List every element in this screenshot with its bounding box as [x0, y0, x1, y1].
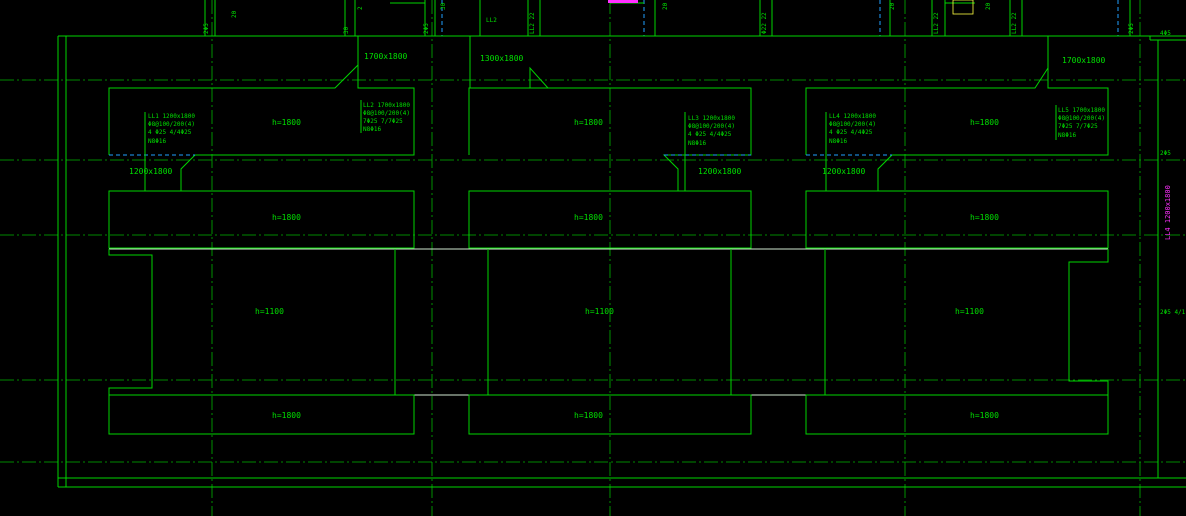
top-label: 2Φ5: [423, 23, 430, 34]
slab-label: h=1800: [272, 118, 301, 127]
top-label: 2: [357, 6, 364, 10]
beam-note-line: Φ8@100/200(4): [1058, 115, 1105, 122]
right-label: 2Φ5: [1160, 150, 1171, 157]
beam-note-line: Φ8@100/200(4): [829, 121, 876, 128]
beam-note-ll2: LL2 1700x1800 Φ8@100/200(4) 7Φ25 7/7Φ25 …: [360, 100, 410, 133]
beam-note-line: LL1 1200x1800: [148, 113, 195, 120]
top-label: LL2 22: [1011, 12, 1018, 34]
magenta-marker: [608, 0, 638, 3]
slab-label: h=1800: [970, 118, 999, 127]
beam-note-line: 7Φ25 7/7Φ25: [1058, 123, 1098, 130]
top-label: LL2: [486, 17, 497, 24]
opening-label: 1700x1800: [1062, 56, 1106, 65]
top-label: Φ22 22: [761, 12, 768, 34]
beam-note-ll5: LL5 1700x1800 Φ8@100/200(4) 7Φ25 7/7Φ25 …: [1055, 105, 1105, 140]
opening-label: 1200x1800: [129, 167, 173, 176]
top-label: 20: [889, 2, 896, 10]
beam-note-line: 4 Φ25 4/4Φ25: [148, 129, 192, 136]
slab-label: h=1100: [255, 307, 284, 316]
beam-note-line: Φ8@100/200(4): [148, 121, 195, 128]
beam-note-line: N8Φ16: [829, 138, 847, 145]
bottom-slab-row: [108, 394, 1109, 435]
top-column-stubs: [204, 0, 1131, 36]
right-label: 4Φ5: [1160, 30, 1171, 37]
beam-note-ll1: LL1 1200x1800 Φ8@100/200(4) 4 Φ25 4/4Φ25…: [144, 112, 195, 191]
beam-note-line: Φ8@100/200(4): [688, 123, 735, 130]
opening-label: 1200x1800: [698, 167, 742, 176]
right-magenta-label: LL4 1200x1800: [1164, 185, 1172, 240]
slab-label: h=1800: [574, 213, 603, 222]
top-label: LL2 22: [529, 12, 536, 34]
beam-note-line: LL4 1200x1800: [829, 113, 876, 120]
opening-labels: 1700x1800 1300x1800 1700x1800 1200x1800 …: [129, 52, 1106, 176]
slab-label: h=1800: [970, 411, 999, 420]
opening-label: 1700x1800: [364, 52, 408, 61]
beam-note-ll4: LL4 1200x1800 Φ8@100/200(4) 4 Φ25 4/4Φ25…: [825, 112, 876, 191]
slab-height-labels: h=1800 h=1800 h=1800 h=1800 h=1800 h=180…: [255, 118, 999, 420]
yellow-marker: [952, 0, 974, 15]
beam-note-line: LL5 1700x1800: [1058, 107, 1105, 114]
top-label: 30: [440, 2, 447, 10]
slab-label: h=1800: [970, 213, 999, 222]
top-label: 2Φ5: [203, 23, 210, 34]
beam-note-line: LL3 1200x1800: [688, 115, 735, 122]
beam-note-line: N8Φ16: [363, 126, 381, 133]
right-labels: 4Φ5 2Φ5 2Φ5 4/1 LL4 1200x1800: [1160, 30, 1186, 316]
right-label: 2Φ5 4/1: [1160, 309, 1186, 316]
outer-frame: [57, 35, 1186, 488]
beam-note-line: LL2 1700x1800: [363, 102, 410, 109]
middle-slab-row: [108, 190, 1109, 250]
lower-wall-row: [108, 249, 1109, 395]
beam-note-line: N8Φ16: [148, 138, 166, 145]
slab-label: h=1100: [955, 307, 984, 316]
top-label: 2Φ5: [1128, 23, 1135, 34]
top-label: 20: [662, 2, 669, 10]
top-label: 20: [231, 10, 238, 18]
beam-note-line: 7Φ25 7/7Φ25: [363, 118, 403, 125]
upper-slab-row: [108, 36, 1109, 191]
slab-label: h=1800: [272, 411, 301, 420]
beam-note-line: N8Φ16: [1058, 132, 1076, 139]
beam-note-line: Φ8@100/200(4): [363, 110, 410, 117]
top-label: LL2 22: [933, 12, 940, 34]
slab-label: h=1800: [574, 118, 603, 127]
top-label: 30: [343, 26, 350, 34]
beam-note-line: 4 Φ25 4/4Φ25: [829, 129, 873, 136]
top-label: 20: [985, 2, 992, 10]
top-labels: 2Φ5 20 30 2Φ5 30 LL2 LL2 22 2 20 Φ22 22 …: [203, 0, 1135, 34]
beam-note-line: N8Φ16: [688, 140, 706, 147]
opening-label: 1300x1800: [480, 54, 524, 63]
beam-note-ll3: LL3 1200x1800 Φ8@100/200(4) 4 Φ25 4/4Φ25…: [684, 112, 735, 191]
slab-label: h=1800: [272, 213, 301, 222]
beam-note-line: 4 Φ25 4/4Φ25: [688, 131, 732, 138]
opening-label: 1200x1800: [822, 167, 866, 176]
slab-label: h=1100: [585, 307, 614, 316]
slab-label: h=1800: [574, 411, 603, 420]
